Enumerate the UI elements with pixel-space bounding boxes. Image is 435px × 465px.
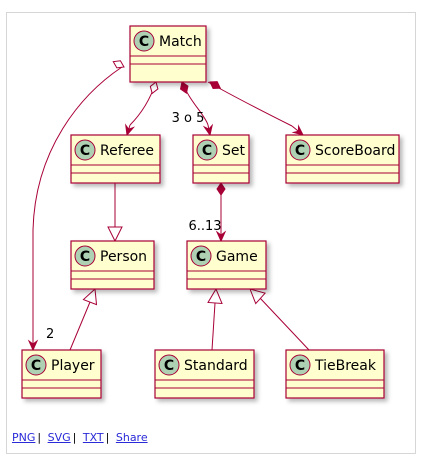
arrowhead <box>215 230 227 243</box>
relation-match-player <box>32 66 123 338</box>
composition-diamond <box>179 81 189 94</box>
class-c-icon <box>25 354 47 376</box>
inheritance-arrowhead <box>207 287 223 305</box>
separator: | <box>72 431 77 444</box>
multiplicity-label: 2 <box>46 327 54 342</box>
class-c-icon <box>289 354 311 376</box>
class-game[interactable]: C Game <box>186 240 267 290</box>
class-badge-letter: C <box>295 358 305 374</box>
class-referee[interactable]: C Referee <box>70 134 161 184</box>
class-badge-letter: C <box>80 143 90 159</box>
relation-tiebreak-game <box>259 297 310 351</box>
class-box <box>21 349 102 399</box>
class-name: TieBreak <box>314 358 377 374</box>
class-match[interactable]: C Match <box>129 25 207 83</box>
relation-standard-game <box>211 302 216 351</box>
class-standard[interactable]: C Standard <box>154 349 255 399</box>
class-badge-letter: C <box>196 249 206 265</box>
class-badge-letter: C <box>80 249 90 265</box>
inheritance-arrowhead <box>107 226 123 243</box>
class-tiebreak[interactable]: C TieBreak <box>285 349 385 399</box>
separator: | <box>37 431 42 444</box>
class-badge-letter: C <box>164 358 174 374</box>
arrowhead <box>27 339 39 352</box>
class-player[interactable]: C Player <box>21 349 102 399</box>
class-c-icon <box>190 245 212 267</box>
class-c-icon <box>289 139 311 161</box>
class-c-icon <box>74 139 96 161</box>
arrowhead <box>125 123 136 137</box>
class-name: Set <box>222 143 246 159</box>
inheritance-arrowhead <box>82 287 98 306</box>
arrowhead <box>202 123 214 137</box>
separator: | <box>105 431 110 444</box>
class-c-icon <box>158 354 180 376</box>
svg-link[interactable]: SVG <box>47 431 71 444</box>
class-c-icon <box>74 245 96 267</box>
class-badge-letter: C <box>202 143 212 159</box>
composition-diamond <box>216 182 226 196</box>
class-name: Referee <box>100 143 154 159</box>
inheritance-arrowhead <box>249 288 267 305</box>
class-name: Person <box>100 249 147 265</box>
relation-player-person <box>69 301 91 351</box>
export-links: PNG| SVG| TXT| Share <box>12 431 148 444</box>
class-person[interactable]: C Person <box>70 240 155 290</box>
png-link[interactable]: PNG <box>12 431 36 444</box>
class-name: Player <box>51 358 95 374</box>
arrowhead <box>291 124 304 136</box>
class-scoreboard[interactable]: C ScoreBoard <box>285 134 400 184</box>
share-link[interactable]: Share <box>115 431 148 444</box>
class-c-icon <box>196 139 218 161</box>
class-name: Standard <box>184 358 248 374</box>
composition-diamond <box>209 81 222 90</box>
aggregation-diamond <box>112 60 125 69</box>
aggregation-diamond <box>149 81 159 95</box>
class-badge-letter: C <box>139 34 149 50</box>
class-name: Game <box>216 249 258 265</box>
class-badge-letter: C <box>295 143 305 159</box>
multiplicity-label: 6..13 <box>188 219 221 234</box>
class-name: ScoreBoard <box>315 143 395 159</box>
class-name: Match <box>159 34 202 50</box>
txt-link[interactable]: TXT <box>82 431 104 444</box>
multiplicity-label: 3 o 5 <box>172 111 205 126</box>
class-set[interactable]: C Set <box>192 134 250 184</box>
class-badge-letter: C <box>31 358 41 374</box>
class-c-icon <box>133 30 155 52</box>
